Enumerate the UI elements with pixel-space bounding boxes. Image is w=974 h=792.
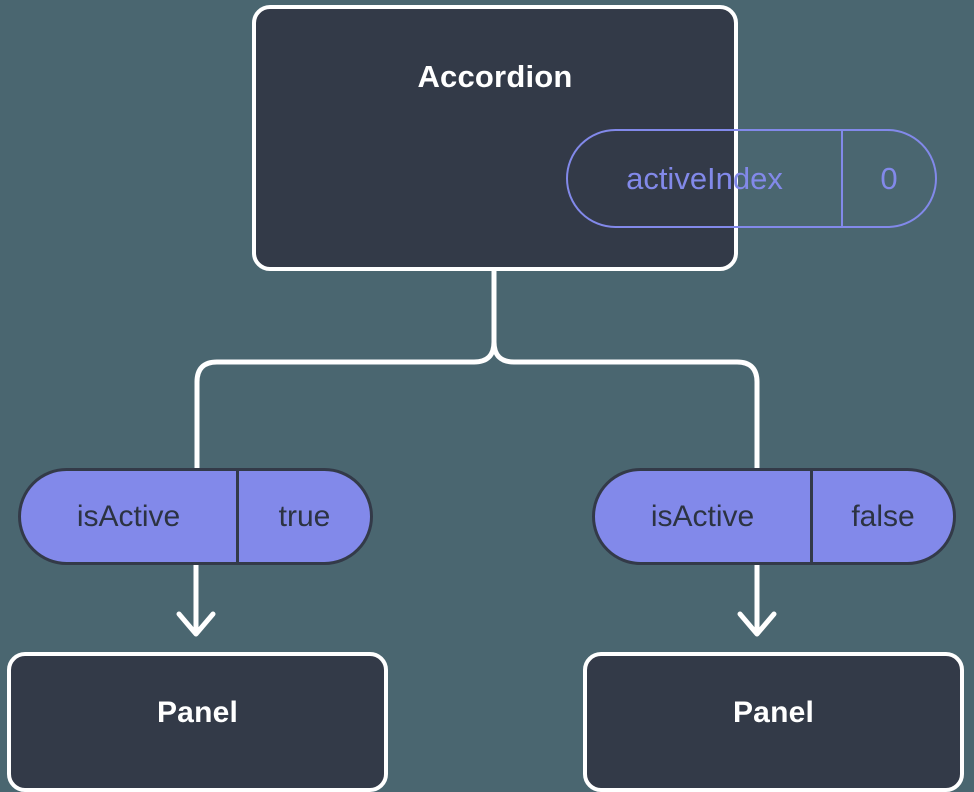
state-badge-activeindex-value: 0 [880, 161, 898, 196]
arrow-right-badge-to-panel [737, 563, 777, 637]
prop-badge-isactive-true-key: isActive [21, 471, 239, 562]
arrow-left-badge-to-panel [176, 563, 216, 637]
node-panel-right[interactable]: Panel [583, 652, 964, 792]
prop-badge-isactive-false[interactable]: isActive false [592, 468, 956, 565]
node-accordion[interactable]: Accordion activeIndex 0 [252, 5, 937, 271]
node-panel-left-title: Panel [156, 696, 239, 729]
node-panel-left[interactable]: Panel [7, 652, 388, 792]
state-badge-activeindex-key: activeIndex [568, 131, 843, 226]
state-badge-activeindex[interactable]: activeIndex 0 [566, 129, 937, 228]
diagram-canvas: Accordion activeIndex 0 isActive true is… [7, 5, 964, 792]
prop-badge-isactive-true-value: true [278, 499, 331, 533]
prop-badge-isactive-false-value: false [851, 499, 915, 533]
prop-badge-isactive-true[interactable]: isActive true [18, 468, 373, 565]
node-panel-right-title: Panel [732, 696, 815, 729]
node-accordion-title: Accordion [417, 59, 573, 94]
connector-root-to-branches [194, 265, 760, 473]
prop-badge-isactive-false-key: isActive [595, 471, 813, 562]
